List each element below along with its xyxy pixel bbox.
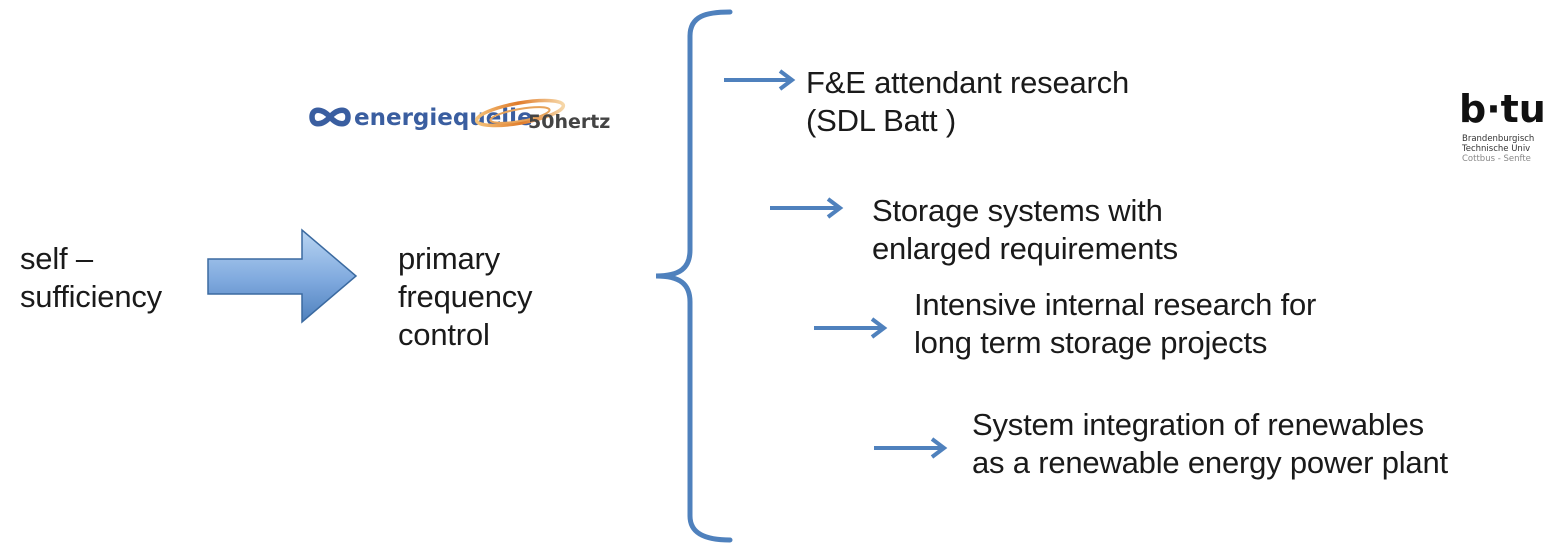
btu-logo: b·tu Brandenburgisch Technische Univ Cot… <box>1459 87 1546 164</box>
outcome-arrow-1 <box>724 69 796 91</box>
outcome-arrow-4 <box>874 437 948 459</box>
primary-frequency-control-label: primary frequency control <box>398 240 533 354</box>
fiftyhertz-logo: 50hertz <box>474 98 610 133</box>
outcome-arrow-2 <box>770 197 844 219</box>
primary-frequency-line-2: frequency <box>398 279 533 314</box>
self-sufficiency-line-2: sufficiency <box>20 279 162 314</box>
outcome-1-line-2: (SDL Batt ) <box>806 103 956 138</box>
self-sufficiency-line-1: self – <box>20 241 93 276</box>
primary-frequency-line-3: control <box>398 317 490 352</box>
primary-frequency-line-1: primary <box>398 241 500 276</box>
outcome-4-line-2: as a renewable energy power plant <box>972 445 1448 480</box>
outcome-3-line-1: Intensive internal research for <box>914 287 1317 322</box>
btu-subtitle-2: Technische Univ <box>1461 144 1530 154</box>
btu-subtitle-1: Brandenburgisch <box>1462 134 1534 144</box>
outcome-2-line-2: enlarged requirements <box>872 231 1178 266</box>
curly-brace <box>655 9 733 543</box>
outcome-2-text: Storage systems with enlarged requiremen… <box>872 192 1178 268</box>
outcome-4-text: System integration of renewables as a re… <box>972 406 1448 482</box>
outcome-1-text: F&E attendant research (SDL Batt ) <box>806 64 1129 140</box>
outcome-4-line-1: System integration of renewables <box>972 407 1424 442</box>
fiftyhertz-wordmark: 50hertz <box>528 111 610 133</box>
outcome-arrow-3 <box>814 317 888 339</box>
outcome-3-text: Intensive internal research for long ter… <box>914 286 1316 362</box>
self-sufficiency-label: self – sufficiency <box>20 240 162 316</box>
outcome-2-line-1: Storage systems with <box>872 193 1163 228</box>
outcome-3-line-2: long term storage projects <box>914 325 1268 360</box>
block-arrow <box>207 228 358 324</box>
fiftyhertz-swirl-icon <box>474 98 566 128</box>
infinity-icon <box>309 107 351 127</box>
energiequelle-wordmark: energiequelle <box>354 105 533 131</box>
outcome-1-line-1: F&E attendant research <box>806 65 1130 100</box>
btu-wordmark: b·tu <box>1459 87 1546 131</box>
btu-subtitle-3: Cottbus - Senfte <box>1462 154 1531 164</box>
